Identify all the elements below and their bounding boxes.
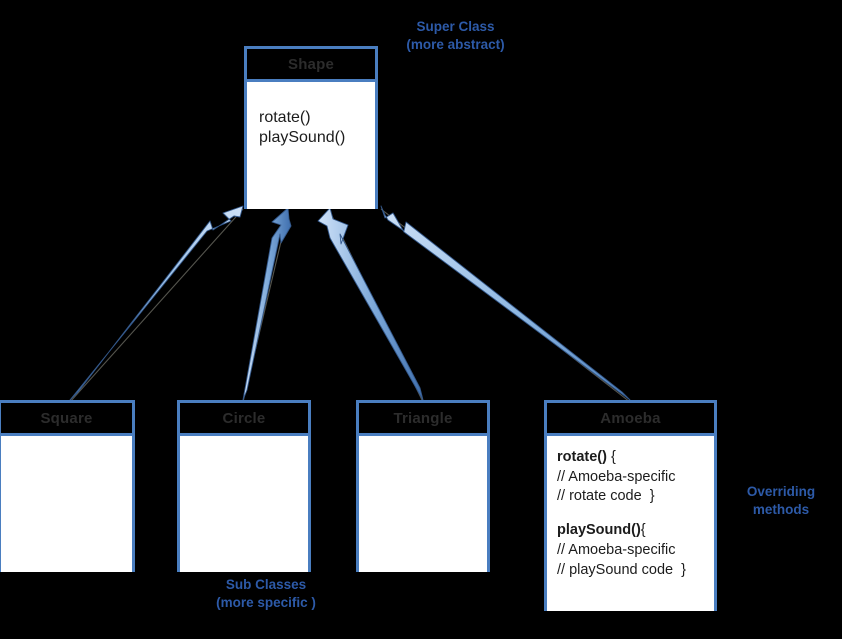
class-box-amoeba[interactable]: Amoeba rotate() { // Amoeba-specific // ro… [544, 400, 717, 611]
method-playsound: playSound() [259, 129, 346, 147]
code-line: rotate() { [557, 449, 616, 465]
class-body-circle [180, 436, 308, 572]
class-header-triangle: Triangle [359, 403, 487, 436]
arrow-circle-to-shape [242, 207, 292, 401]
class-box-square[interactable]: Square [0, 400, 135, 572]
arrow-triangle-to-shape [317, 207, 424, 401]
arrow-square-to-shape [69, 205, 244, 401]
arrow-amoeba-to-shape [380, 205, 631, 401]
code-line: // playSound code } [557, 561, 686, 578]
class-box-triangle[interactable]: Triangle [356, 400, 490, 572]
method-rotate: rotate() [259, 109, 311, 126]
class-box-shape[interactable]: Shape rotate() playSound() [244, 46, 378, 209]
class-body-square [1, 436, 132, 572]
class-header-circle: Circle [180, 403, 308, 436]
code-method-name: playSound() [557, 522, 641, 539]
class-body-amoeba: rotate() { // Amoeba-specific // rotate co… [547, 436, 714, 611]
connector-lines [69, 208, 631, 403]
class-box-circle[interactable]: Circle [177, 400, 311, 572]
code-line: // Amoeba-specific [557, 468, 676, 485]
class-header-shape: Shape [247, 49, 375, 82]
code-line: // rotate code } [557, 488, 655, 505]
code-line: // Amoeba-specific [557, 541, 676, 558]
code-method-name: rotate() [557, 449, 607, 465]
note-super-class: Super Class (more abstract) [406, 19, 505, 53]
note-overriding-methods: Overriding methods [746, 484, 816, 518]
code-line: playSound(){ [557, 522, 646, 539]
class-header-amoeba: Amoeba [547, 403, 714, 436]
class-body-shape: rotate() playSound() [247, 82, 375, 209]
note-sub-classes: Sub Classes (more specific ) [216, 577, 316, 611]
class-body-triangle [359, 436, 487, 572]
class-header-square: Square [1, 403, 132, 436]
code-blank-line [557, 507, 714, 521]
